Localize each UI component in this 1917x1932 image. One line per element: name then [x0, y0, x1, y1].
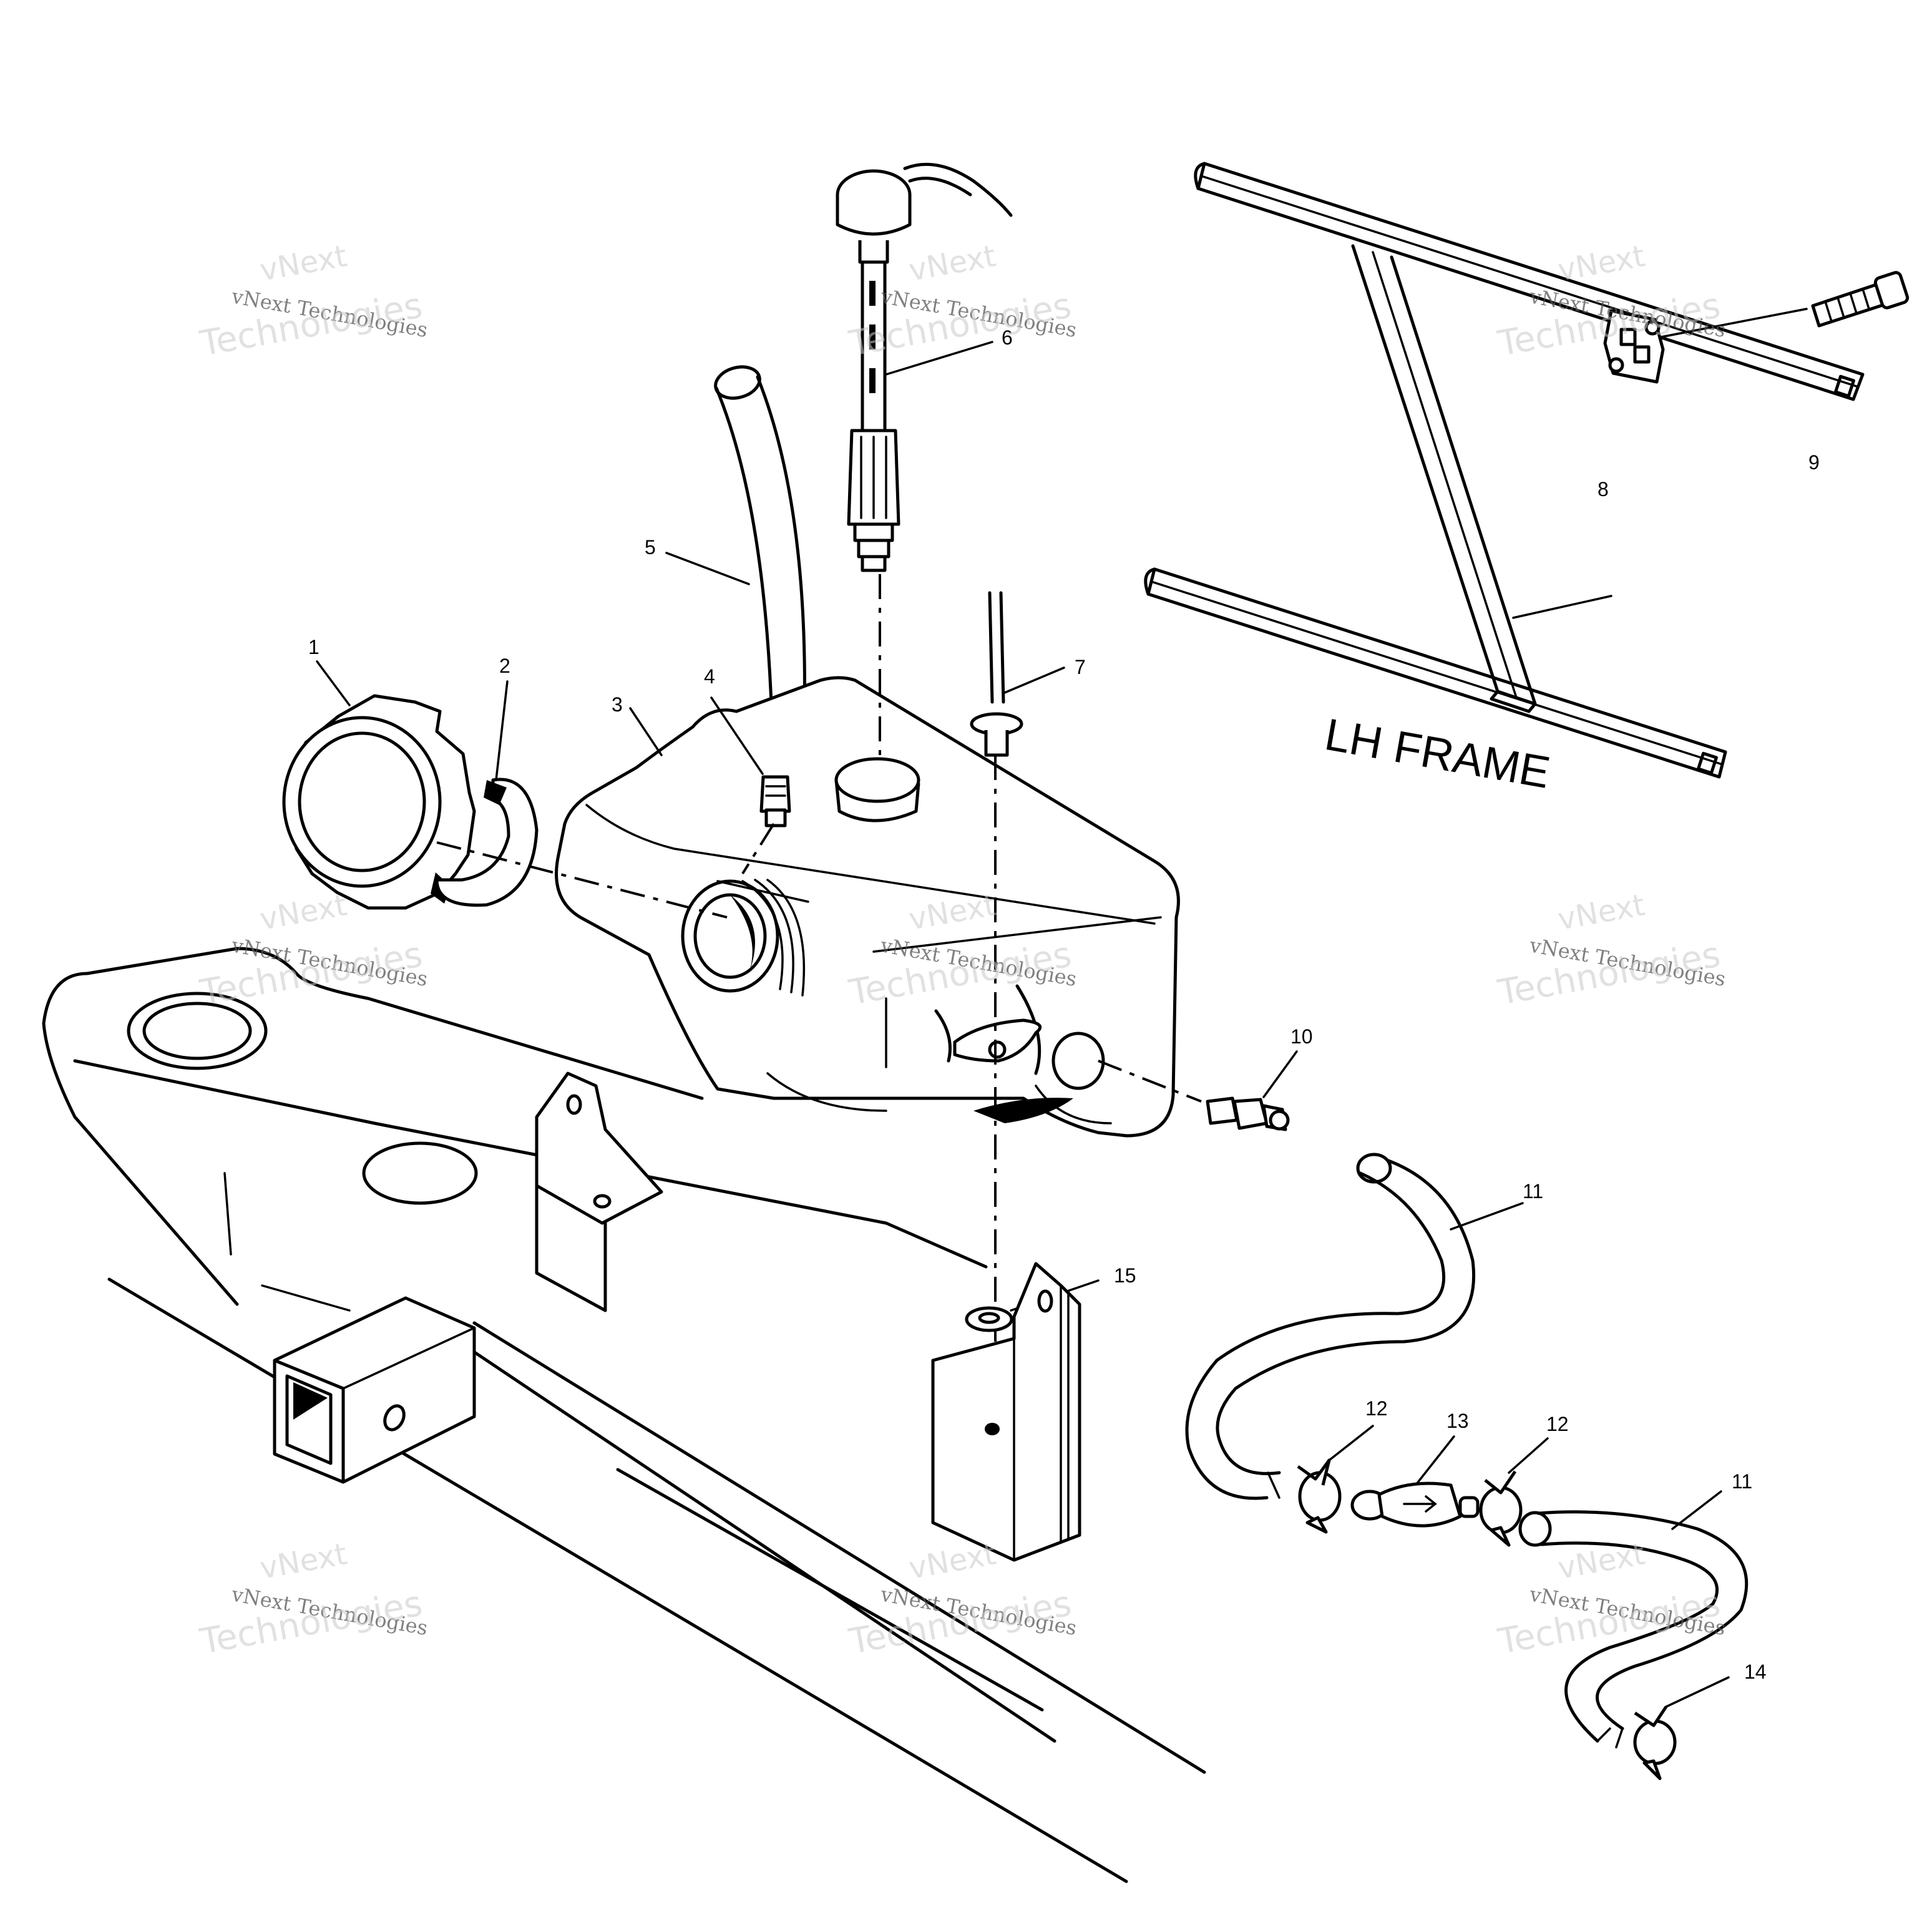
callout-11-lower: 11 — [1732, 1470, 1752, 1493]
part-7-rod[interactable] — [970, 591, 1023, 757]
callout-5: 5 — [645, 536, 656, 559]
part-6-leader — [885, 341, 993, 376]
part-6-level-gauge[interactable] — [836, 162, 1013, 572]
frame-crossmember — [42, 947, 1206, 1883]
part-3-oil-tank[interactable] — [555, 676, 1180, 1138]
watermark-bottom-center: vNext vNext Technologies Technologies — [846, 1536, 1078, 1662]
part-15-washer[interactable] — [965, 1306, 1013, 1332]
svg-text:vNext: vNext — [906, 238, 998, 288]
callout-2: 2 — [499, 655, 510, 677]
part-11-hose-lower[interactable] — [1518, 1510, 1749, 1749]
part-12-leader-right — [1508, 1437, 1549, 1474]
callout-11-upper: 11 — [1523, 1180, 1543, 1203]
svg-text:vNext: vNext — [906, 1536, 998, 1586]
part-8-clamp[interactable] — [1603, 309, 1665, 384]
part-11-hose-upper[interactable] — [1185, 1153, 1476, 1500]
callout-4: 4 — [704, 665, 715, 688]
part-4-vent-fitting[interactable] — [759, 775, 791, 827]
assembly-line-cap — [436, 841, 728, 919]
watermark-bottom-left: vNext vNext Technologies Technologies — [197, 1536, 429, 1662]
callout-10: 10 — [1290, 1025, 1313, 1048]
svg-text:vNext: vNext — [257, 238, 349, 288]
part-2-gasket[interactable] — [435, 778, 539, 907]
svg-text:vNext: vNext — [257, 1536, 349, 1586]
part-2-leader — [495, 680, 509, 781]
svg-text:vNext: vNext — [257, 887, 349, 937]
lh-frame-label: LH FRAME — [1321, 710, 1553, 798]
assembly-line-fitting — [1098, 1060, 1202, 1103]
part-14-leader — [1665, 1676, 1730, 1708]
part-12-clamp-left[interactable] — [1297, 1458, 1342, 1534]
part-10-fitting[interactable] — [1206, 1096, 1290, 1131]
part-9-bolt[interactable] — [1811, 271, 1910, 328]
callout-12-right: 12 — [1546, 1413, 1569, 1435]
part-10-leader — [1262, 1050, 1298, 1098]
part-1-tank-cap[interactable] — [282, 694, 476, 910]
callout-1: 1 — [308, 636, 320, 658]
part-11-leader-upper — [1450, 1202, 1524, 1231]
part-5-leader — [665, 552, 750, 585]
part-1-leader — [316, 660, 351, 706]
part-13-filter[interactable] — [1350, 1481, 1480, 1528]
part-12-leader-left — [1328, 1425, 1374, 1461]
assembly-line-vent — [741, 822, 775, 875]
part-3-leader — [629, 707, 663, 756]
callout-9: 9 — [1808, 451, 1820, 474]
part-12-clamp-right[interactable] — [1479, 1470, 1523, 1547]
part-4-leader — [710, 696, 764, 775]
part-8-to-9-line — [1660, 308, 1808, 338]
callout-15: 15 — [1114, 1264, 1136, 1287]
lh-frame — [1144, 162, 1865, 779]
watermark-mid-right: vNext vNext Technologies Technologies — [1495, 887, 1727, 1013]
part-8-leader-to-frame — [1512, 595, 1612, 619]
callout-labels: 1 2 3 4 5 6 7 8 9 10 11 11 12 12 13 14 1… — [308, 326, 1820, 1683]
part-13-leader — [1415, 1435, 1455, 1485]
callout-12-left: 12 — [1365, 1397, 1388, 1420]
watermark-top-left: vNext vNext Technologies Technologies — [197, 238, 429, 364]
part-11-leader-lower — [1671, 1490, 1722, 1530]
callout-8: 8 — [1598, 478, 1609, 500]
callout-13: 13 — [1446, 1410, 1469, 1432]
part-7-leader — [1003, 666, 1065, 694]
callout-7: 7 — [1075, 656, 1086, 678]
callout-3: 3 — [612, 693, 623, 716]
callout-14: 14 — [1744, 1661, 1767, 1683]
callout-6: 6 — [1002, 326, 1013, 349]
part-14-clamp[interactable] — [1633, 1705, 1677, 1780]
svg-text:vNext: vNext — [1555, 887, 1647, 937]
svg-text:vNext: vNext — [1555, 238, 1647, 288]
